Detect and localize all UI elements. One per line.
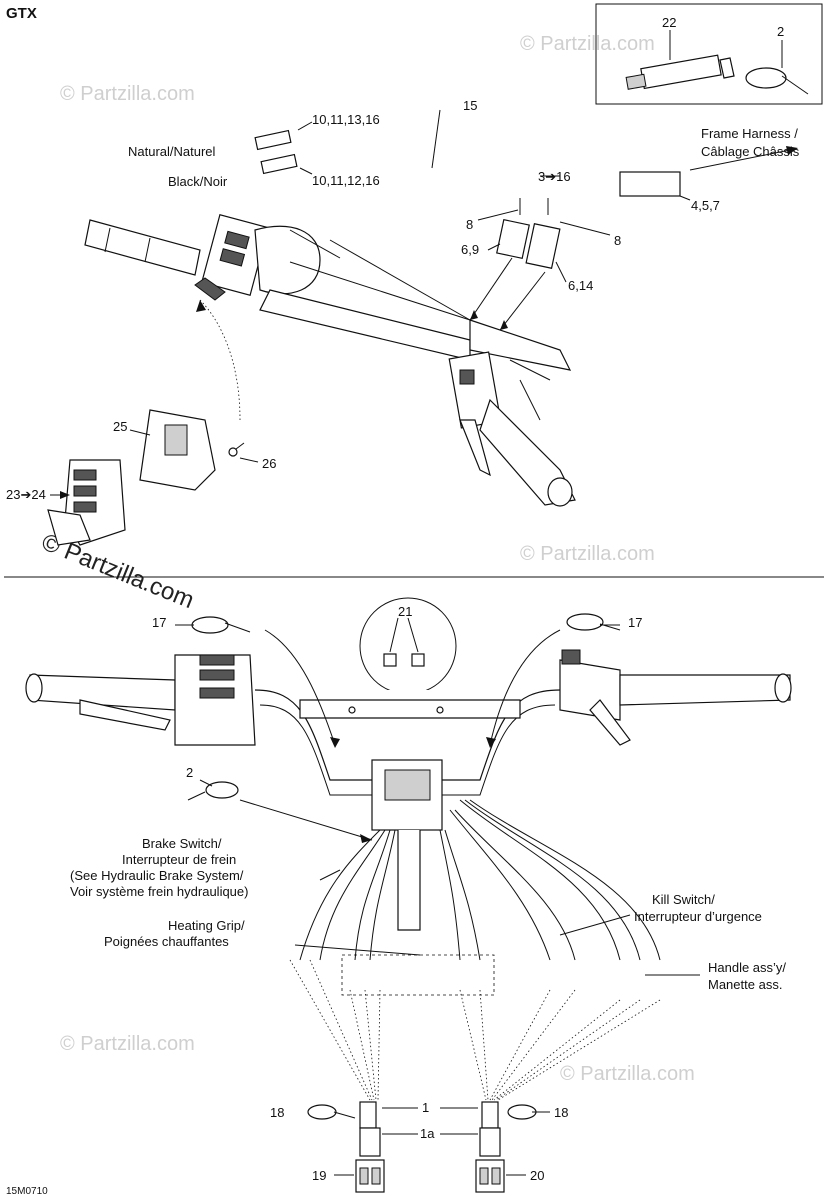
watermark-text: © Partzilla.com <box>60 83 195 105</box>
bottom-parts <box>307 1101 550 1193</box>
callout-6-9: 6,9 <box>461 242 479 257</box>
label-kill-1: Kill Switch/ <box>652 892 715 907</box>
callout-18-right: 18 <box>554 1105 568 1120</box>
label-frame-harness-2: Câblage Châssis <box>701 144 800 159</box>
label-brake-4: Voir système frein hydraulique) <box>70 884 248 899</box>
callout-2-top: 2 <box>777 24 784 39</box>
callout-20: 20 <box>530 1168 544 1183</box>
cable-tie-part <box>745 67 809 95</box>
callout-23-24: 23➔24 <box>6 487 46 502</box>
label-handle-2: Manette ass. <box>708 977 782 992</box>
callout-22: 22 <box>662 15 676 30</box>
label-handle-1: Handle ass’y/ <box>708 960 786 975</box>
callout-4-5-7: 4,5,7 <box>691 198 720 213</box>
watermark-text: © Partzilla.com <box>560 1063 695 1085</box>
upper-callouts: 15 10,11,13,16 10,11,12,16 Natural/Natur… <box>6 98 800 502</box>
watermark-layer: © Partzilla.com © Partzilla.com © Partzi… <box>38 33 695 1085</box>
left-switch-exploded <box>47 299 259 546</box>
callout-8-right: 8 <box>614 233 621 248</box>
watermark-text: © Partzilla.com <box>60 1033 195 1055</box>
lower-wiring <box>289 799 700 1101</box>
label-kill-2: Interrupteur d’urgence <box>634 909 762 924</box>
watermark-text: © Partzilla.com <box>520 543 655 565</box>
callout-6-14: 6,14 <box>568 278 593 293</box>
callout-2-mid: 2 <box>186 765 193 780</box>
callout-10-13: 10,11,13,16 <box>312 112 380 127</box>
label-heating-2: Poignées chauffantes <box>104 934 229 949</box>
callout-8-left: 8 <box>466 217 473 232</box>
callout-19: 19 <box>312 1168 326 1183</box>
label-brake-2: Interrupteur de frein <box>122 852 236 867</box>
sealant-tube <box>625 54 735 90</box>
callout-25: 25 <box>113 419 127 434</box>
upper-harness <box>254 109 798 331</box>
lower-handlebar <box>25 597 792 931</box>
callout-18-left: 18 <box>270 1105 284 1120</box>
lower-callouts: 21 17 17 2 Brake Switch/ Interrupteur de… <box>6 604 786 1197</box>
upper-handlebar <box>84 213 576 507</box>
label-natural: Natural/Naturel <box>128 144 216 159</box>
callout-21: 21 <box>398 604 412 619</box>
label-brake-1: Brake Switch/ <box>142 836 222 851</box>
callout-10-12: 10,11,12,16 <box>312 173 380 188</box>
callout-26: 26 <box>262 456 276 471</box>
callout-3-16: 3➔16 <box>538 169 571 184</box>
callout-17-left: 17 <box>152 615 166 630</box>
label-frame-harness-1: Frame Harness / <box>701 126 798 141</box>
watermark-text: © Partzilla.com <box>520 33 655 55</box>
label-brake-3: (See Hydraulic Brake System/ <box>70 868 244 883</box>
inset-box: 22 2 <box>595 3 823 105</box>
callout-15: 15 <box>463 98 477 113</box>
callout-1a: 1a <box>420 1126 435 1141</box>
label-heating-1: Heating Grip/ <box>168 918 245 933</box>
model-label: GTX <box>6 5 37 22</box>
callout-17-right: 17 <box>628 615 642 630</box>
callout-1: 1 <box>422 1100 429 1115</box>
label-black: Black/Noir <box>168 174 228 189</box>
figure-code: 15M0710 <box>6 1186 48 1197</box>
